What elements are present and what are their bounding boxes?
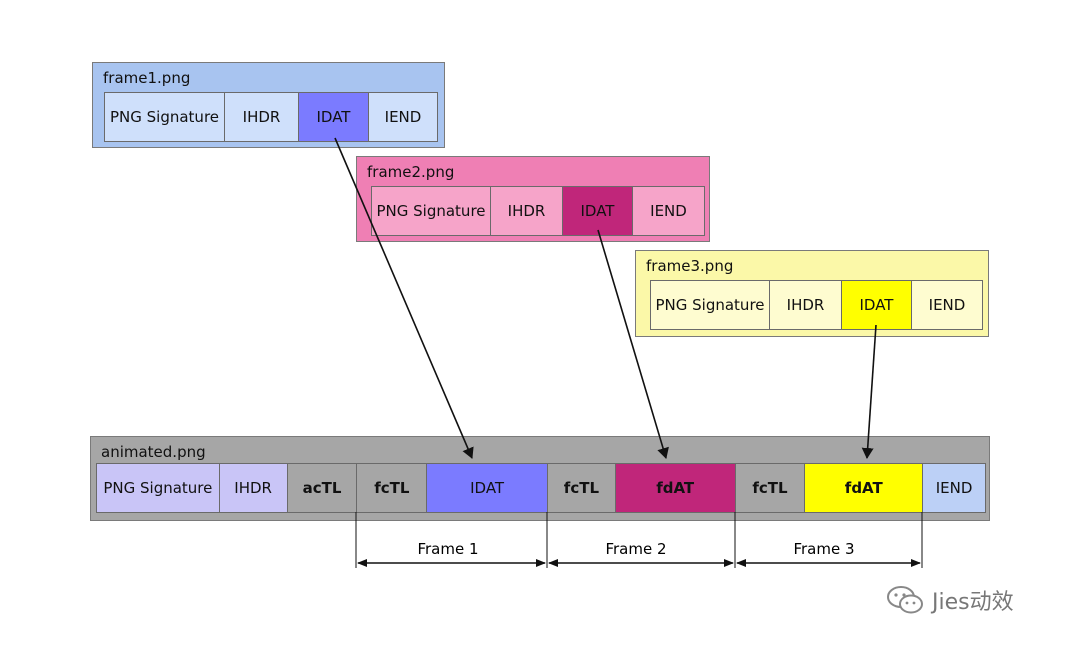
frame3-title: frame3.png [646,257,734,275]
frame2-range-label: Frame 2 [605,540,666,558]
frame1-ihdr-chunk: IHDR [225,93,299,141]
frame2-iend-chunk: IEND [633,187,704,235]
animated-chunk-row: PNG Signature IHDR acTL fcTL IDAT fcTL f… [96,463,986,513]
frame3-png-signature-chunk: PNG Signature [651,281,770,329]
frame1-range-label: Frame 1 [417,540,478,558]
animated-iend-chunk: IEND [923,464,985,512]
wechat-icon [887,586,923,614]
frame3-iend-chunk: IEND [912,281,982,329]
frame1-png-signature-chunk: PNG Signature [105,93,225,141]
frame2-chunk-row: PNG Signature IHDR IDAT IEND [371,186,705,236]
frame3-panel: frame3.png PNG Signature IHDR IDAT IEND [635,250,989,337]
frame3-idat-chunk: IDAT [842,281,912,329]
animated-fctl-chunk-1: fcTL [357,464,428,512]
frame3-ihdr-chunk: IHDR [770,281,842,329]
animated-fctl-chunk-3: fcTL [735,464,806,512]
frame2-png-signature-chunk: PNG Signature [372,187,491,235]
animated-fdat-chunk-1: fdAT [615,464,736,512]
watermark: Jies动效 [886,584,1014,616]
animated-png-signature-chunk: PNG Signature [97,464,220,512]
frame2-idat-chunk: IDAT [563,187,633,235]
watermark-text: Jies动效 [932,590,1014,615]
frame2-idat-arrow [597,229,669,459]
frame1-idat-arrow [334,137,474,459]
frame3-chunk-row: PNG Signature IHDR IDAT IEND [650,280,983,330]
animated-idat-chunk: IDAT [427,464,548,512]
animated-actl-chunk: acTL [287,464,358,512]
animated-title: animated.png [101,443,206,461]
frame1-title: frame1.png [103,69,191,87]
frame3-idat-arrow [861,324,877,459]
animated-fctl-chunk-2: fcTL [547,464,616,512]
frame1-idat-chunk: IDAT [299,93,369,141]
animated-ihdr-chunk: IHDR [219,464,288,512]
frame1-panel: frame1.png PNG Signature IHDR IDAT IEND [92,62,445,148]
animated-panel: animated.png PNG Signature IHDR acTL fcT… [90,436,990,521]
frame2-panel: frame2.png PNG Signature IHDR IDAT IEND [356,156,710,242]
animated-fdat-chunk-2: fdAT [805,464,924,512]
frame1-iend-chunk: IEND [369,93,437,141]
frame1-chunk-row: PNG Signature IHDR IDAT IEND [104,92,438,142]
frame2-title: frame2.png [367,163,455,181]
frame2-ihdr-chunk: IHDR [491,187,563,235]
frame3-range-label: Frame 3 [793,540,854,558]
